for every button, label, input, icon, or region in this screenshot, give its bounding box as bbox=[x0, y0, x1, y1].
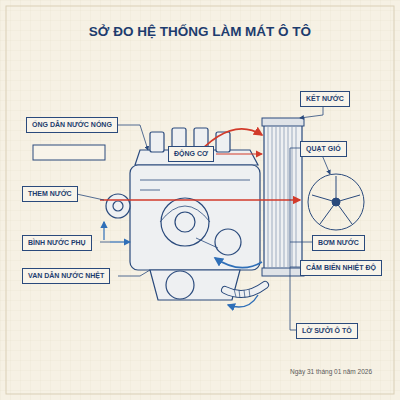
callout-box: CẢM BIẾN NHIỆT ĐỘ bbox=[300, 260, 382, 276]
callout-text: KẾT NƯỚC bbox=[306, 95, 344, 103]
callout-text: VAN DẪN NƯỚC NHỆT bbox=[28, 272, 104, 280]
callout-text: BÌNH NƯỚC PHỤ bbox=[28, 239, 86, 247]
callout-text: THEM NƯỚC bbox=[28, 190, 72, 198]
callout-box: VAN DẪN NƯỚC NHỆT bbox=[22, 268, 110, 284]
callout-box: KẾT NƯỚC bbox=[300, 91, 350, 107]
callout-box: QUẠT GIÓ bbox=[300, 141, 347, 157]
callout-text: CẢM BIẾN NHIỆT ĐỘ bbox=[306, 264, 376, 272]
callout-box: BÌNH NƯỚC PHỤ bbox=[22, 235, 92, 251]
callout-box: BƠM NƯỚC bbox=[312, 235, 365, 251]
callout-box: THEM NƯỚC bbox=[22, 186, 78, 202]
callout-text: ĐỘNG CƠ bbox=[174, 150, 208, 158]
callout-box: ĐỘNG CƠ bbox=[168, 146, 214, 162]
date-note: Ngày 31 tháng 01 năm 2026 bbox=[290, 368, 372, 375]
callout-text: BƠM NƯỚC bbox=[318, 239, 359, 247]
diagram-title: SỞ ĐO HỆ THỐNG LÀM MÁT Ô TÔ bbox=[0, 24, 400, 39]
callout-text: ỐNG DẪN NƯỚC NÓNG bbox=[32, 121, 112, 129]
callout-box: LỜ SƯỞI Ô TÔ bbox=[296, 323, 358, 339]
callout-box: ỐNG DẪN NƯỚC NÓNG bbox=[26, 117, 118, 133]
callout-text: LỜ SƯỞI Ô TÔ bbox=[302, 327, 352, 335]
callout-text: QUẠT GIÓ bbox=[306, 145, 341, 153]
